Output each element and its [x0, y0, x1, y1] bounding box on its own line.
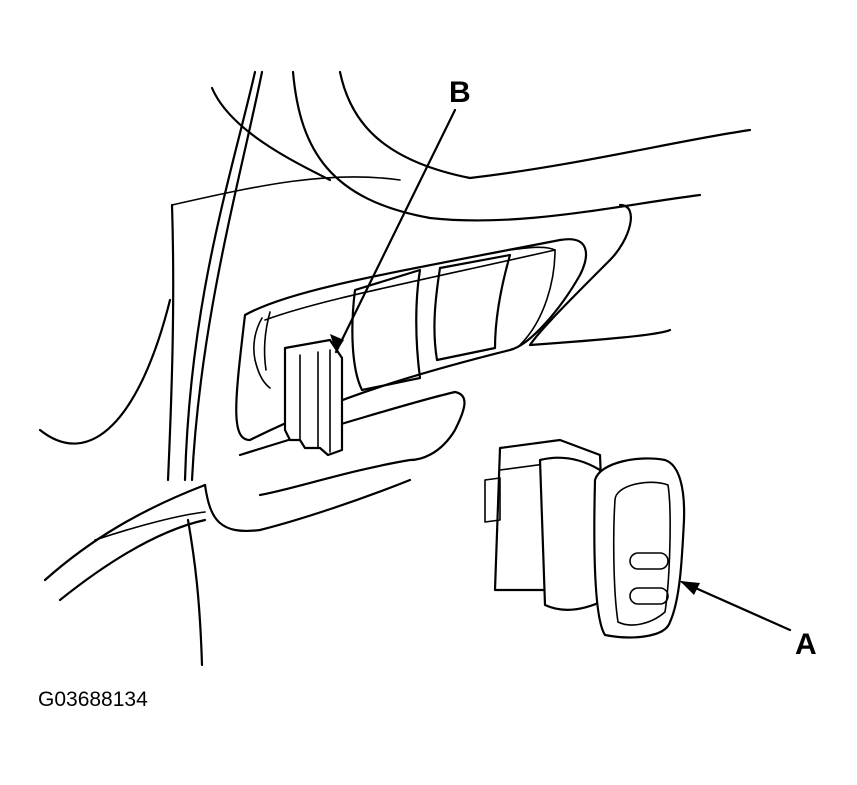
dashboard-panel — [38, 70, 752, 667]
figure-id: G03688134 — [38, 688, 148, 711]
connector-b — [253, 311, 344, 457]
callout-label-a: A — [795, 628, 817, 661]
leader-line-a — [680, 580, 792, 632]
callout-label-b: B — [449, 76, 471, 109]
leader-line-b — [330, 108, 457, 354]
switch-a — [484, 438, 686, 639]
